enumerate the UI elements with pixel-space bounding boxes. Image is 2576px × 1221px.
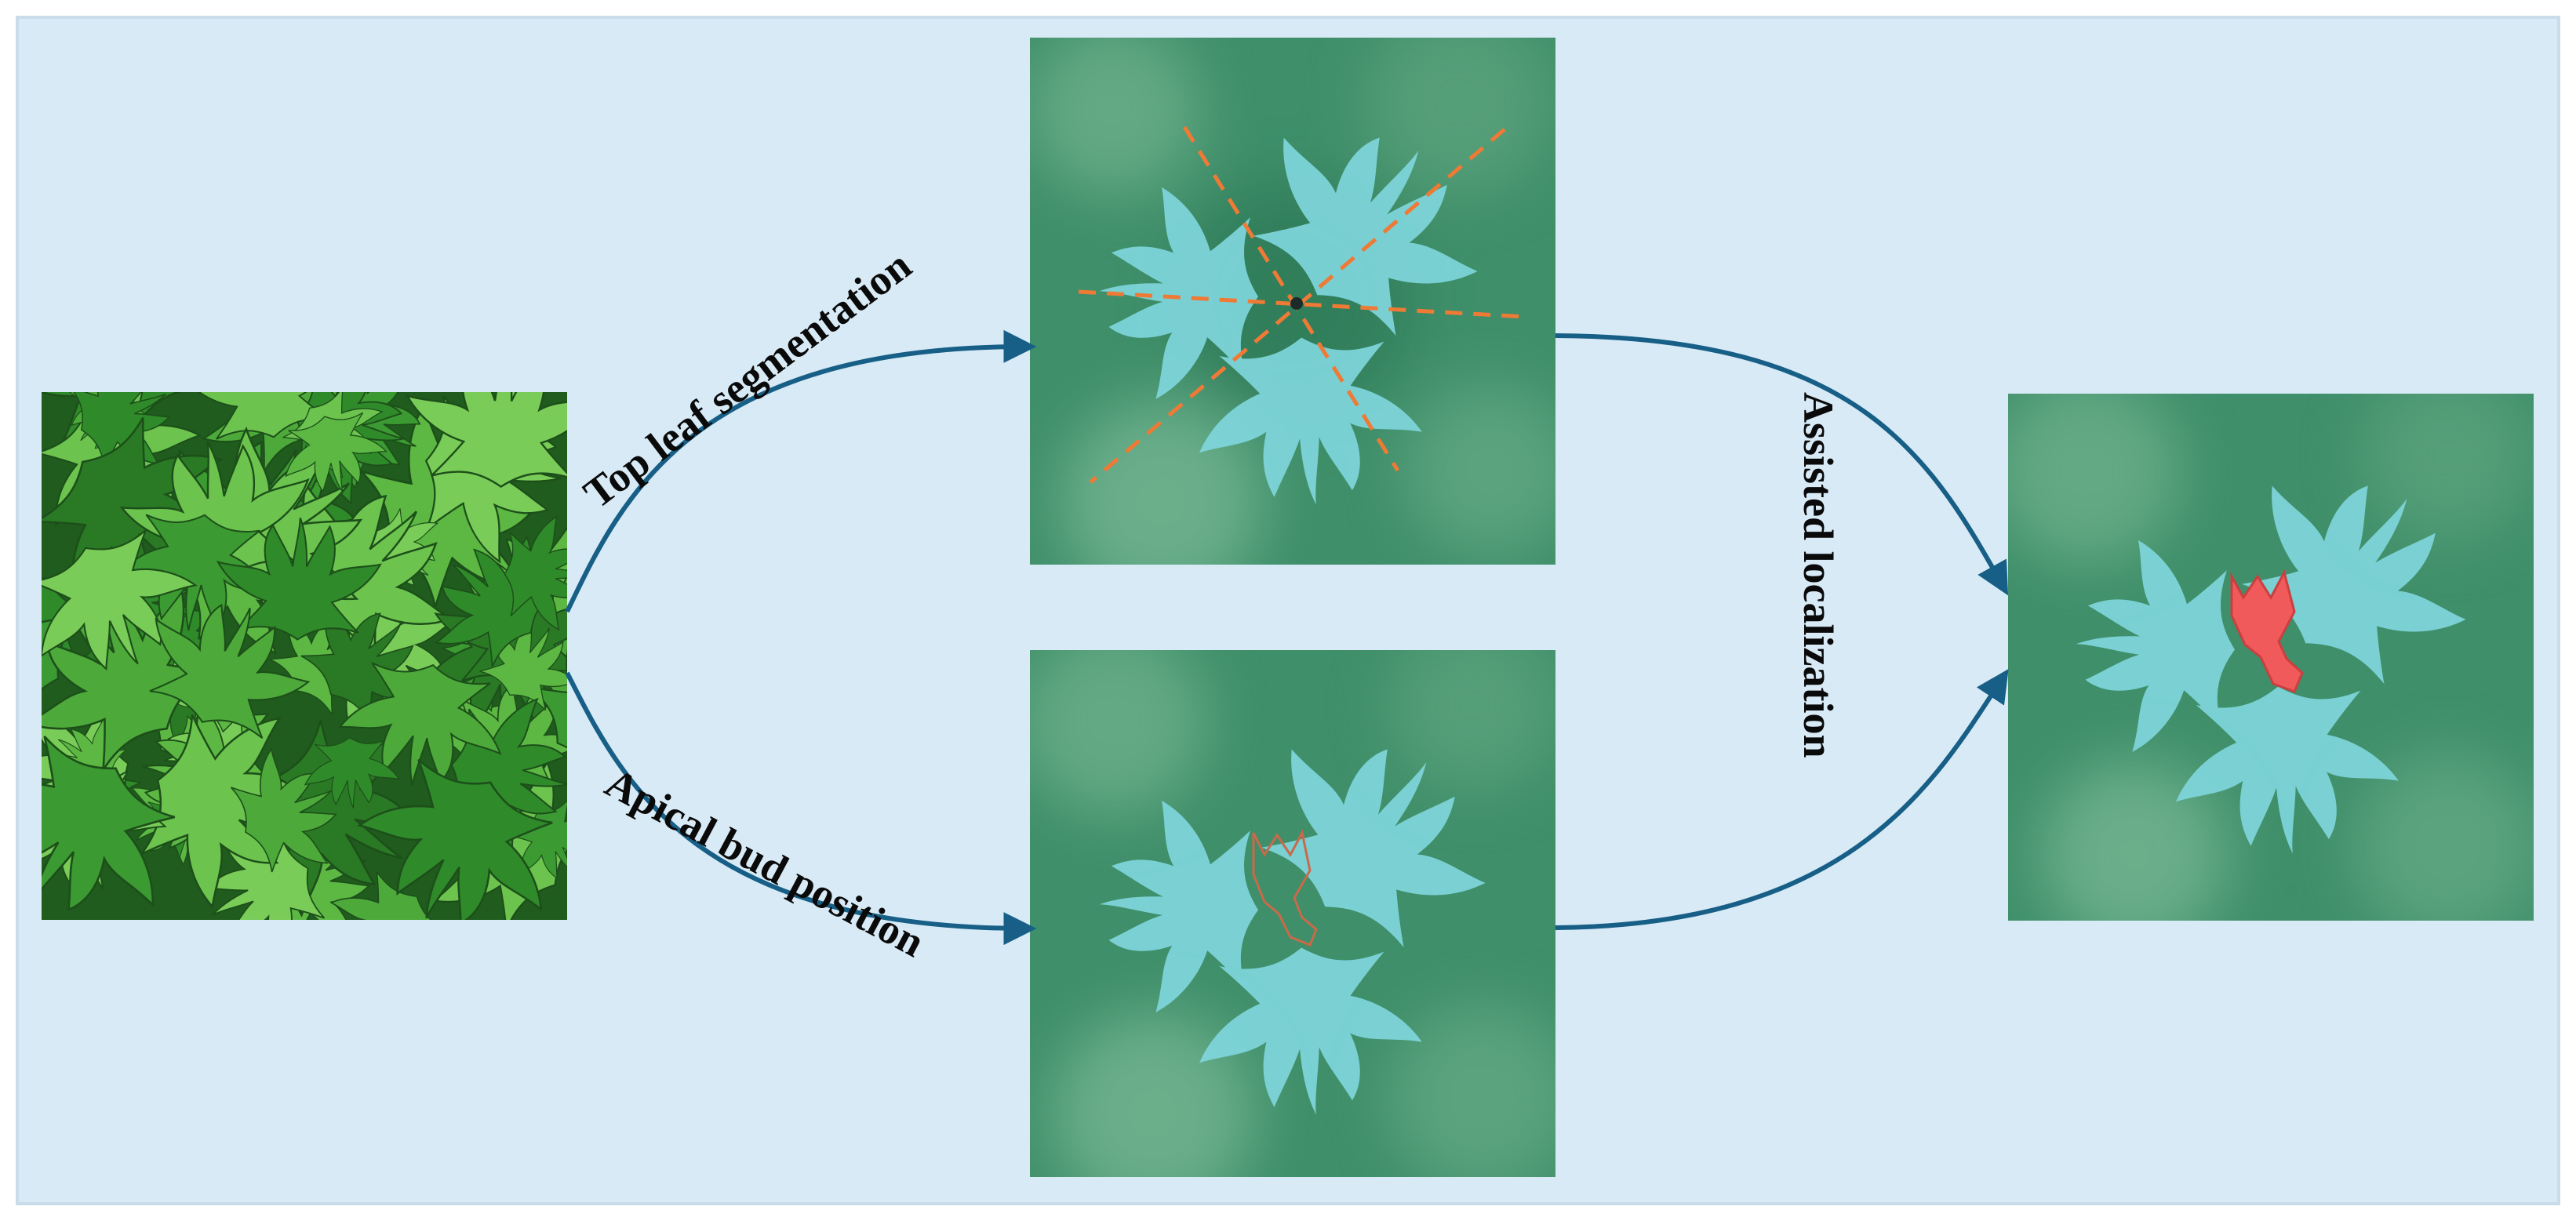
- arrow-to-bud-position: [565, 671, 1037, 946]
- arrow-bud-to-final: [1555, 668, 2009, 930]
- final-localization-panel: [2008, 394, 2534, 921]
- arrow-to-segmentation: [565, 329, 1037, 613]
- leaf-center-point: [1290, 297, 1303, 310]
- apical-bud-outline: [1252, 829, 1318, 947]
- orientation-lines: [1078, 125, 1526, 484]
- arrow-segmentation-to-final: [1555, 333, 2009, 596]
- input-photo-panel: [42, 392, 567, 920]
- segmentation-panel: [1030, 38, 1555, 565]
- apical-bud-highlight: [2230, 569, 2304, 693]
- flow-arrows: [565, 329, 2009, 946]
- label-assisted-localization: Assisted localization: [1795, 392, 1842, 758]
- bud-position-panel: [1030, 650, 1555, 1177]
